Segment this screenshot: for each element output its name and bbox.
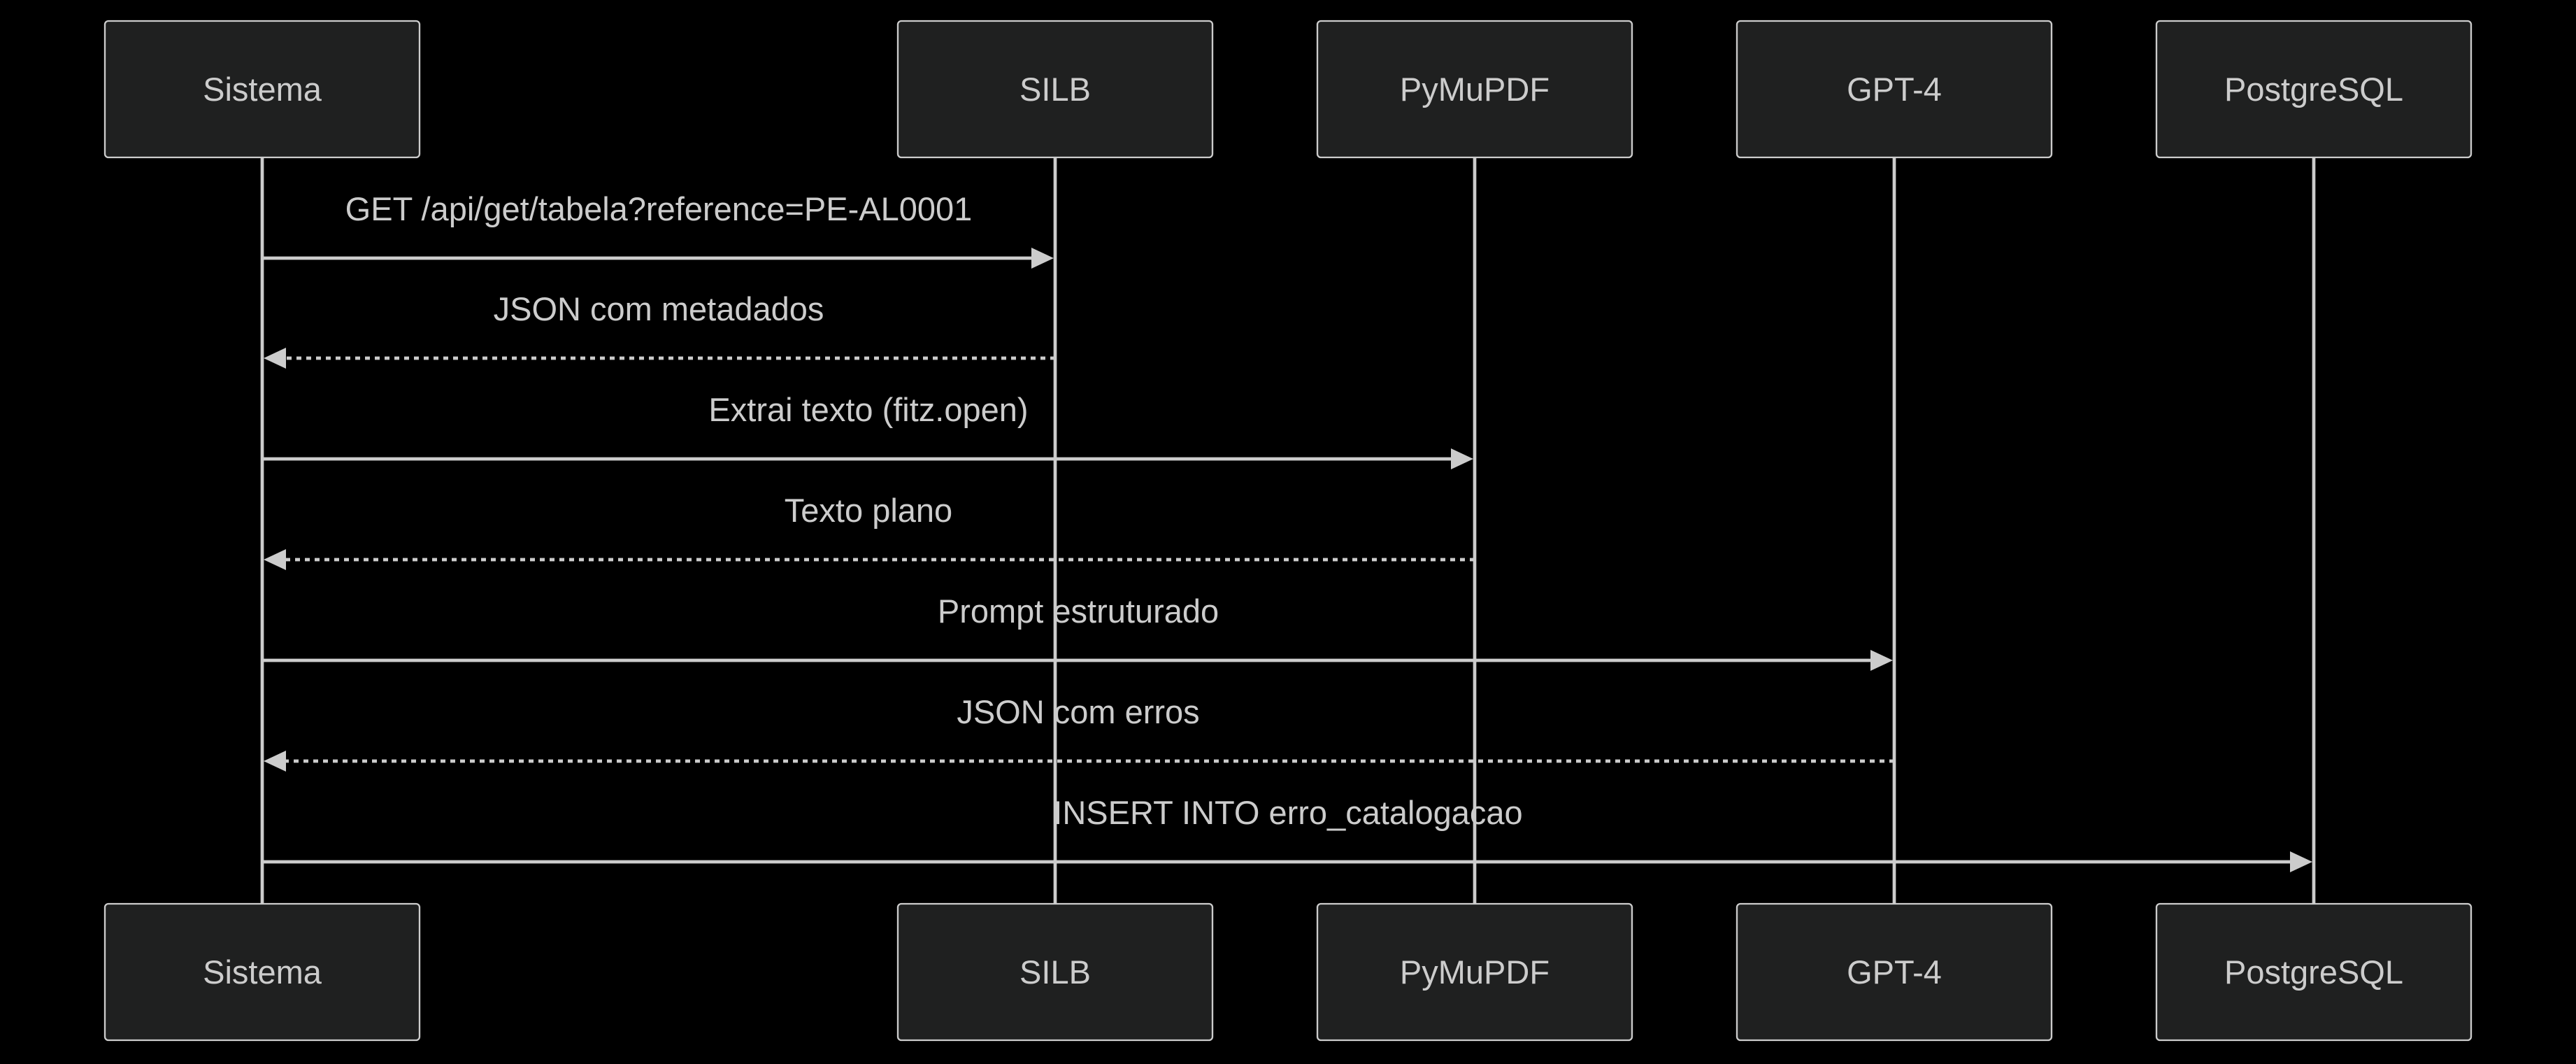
- actors-top-row: Sistema SILB PyMuPDF GPT-4 PostgreSQL: [103, 20, 2473, 159]
- lifelines: [260, 157, 2316, 904]
- actor-sistema-top: Sistema: [103, 20, 421, 159]
- messages: GET /api/get/tabela?reference=PE-AL0001J…: [262, 190, 2312, 872]
- arrowhead: [1031, 248, 1054, 269]
- arrowhead: [1451, 448, 1473, 469]
- message-3: Extrai texto (fitz.open): [262, 391, 1473, 469]
- message-7: INSERT INTO erro_catalogacao: [262, 794, 2312, 872]
- message-label: GET /api/get/tabela?reference=PE-AL0001: [345, 190, 973, 227]
- actor-box: [103, 20, 421, 159]
- actor-label: PostgreSQL: [2224, 71, 2403, 108]
- actor-label: SILB: [1019, 953, 1091, 991]
- message-label: Prompt estruturado: [938, 593, 1219, 630]
- actor-box: [896, 20, 1214, 159]
- actor-box: [1736, 902, 2053, 1042]
- arrowhead: [264, 751, 286, 772]
- actor-label: GPT-4: [1847, 953, 1942, 991]
- actor-silb-top: SILB: [896, 20, 1214, 159]
- message-2: JSON com metadados: [264, 290, 1055, 369]
- actor-box: [896, 902, 1214, 1042]
- actor-label: PyMuPDF: [1400, 71, 1550, 108]
- arrowhead: [264, 549, 286, 570]
- actor-label: Sistema: [203, 953, 322, 991]
- message-label: Texto plano: [785, 492, 952, 529]
- arrowhead: [1870, 650, 1893, 671]
- actor-gpt4-top: GPT-4: [1736, 20, 2053, 159]
- message-6: JSON com erros: [264, 693, 1894, 772]
- message-1: GET /api/get/tabela?reference=PE-AL0001: [262, 190, 1054, 269]
- actor-label: PyMuPDF: [1400, 953, 1550, 991]
- actor-box: [103, 902, 421, 1042]
- actor-postgresql-top: PostgreSQL: [2155, 20, 2473, 159]
- actor-sistema-bottom: Sistema: [103, 902, 421, 1042]
- actor-box: [2155, 20, 2473, 159]
- actor-box: [1736, 20, 2053, 159]
- actor-label: Sistema: [203, 71, 322, 108]
- actor-pymupdf-bottom: PyMuPDF: [1316, 902, 1633, 1042]
- actor-label: GPT-4: [1847, 71, 1942, 108]
- actor-pymupdf-top: PyMuPDF: [1316, 20, 1633, 159]
- message-label: Extrai texto (fitz.open): [708, 391, 1028, 428]
- actor-box: [1316, 902, 1633, 1042]
- message-5: Prompt estruturado: [262, 593, 1893, 671]
- message-label: INSERT INTO erro_catalogacao: [1053, 794, 1522, 831]
- actor-box: [2155, 902, 2473, 1042]
- message-4: Texto plano: [264, 492, 1475, 570]
- actor-label: SILB: [1019, 71, 1091, 108]
- actor-box: [1316, 20, 1633, 159]
- actor-label: PostgreSQL: [2224, 953, 2403, 991]
- arrowhead: [2290, 851, 2312, 872]
- actors-bottom-row: Sistema SILB PyMuPDF GPT-4 PostgreSQL: [103, 902, 2473, 1042]
- message-label: JSON com erros: [957, 693, 1199, 730]
- arrowhead: [264, 348, 286, 369]
- actor-gpt4-bottom: GPT-4: [1736, 902, 2053, 1042]
- actor-postgresql-bottom: PostgreSQL: [2155, 902, 2473, 1042]
- message-label: JSON com metadados: [494, 290, 824, 327]
- actor-silb-bottom: SILB: [896, 902, 1214, 1042]
